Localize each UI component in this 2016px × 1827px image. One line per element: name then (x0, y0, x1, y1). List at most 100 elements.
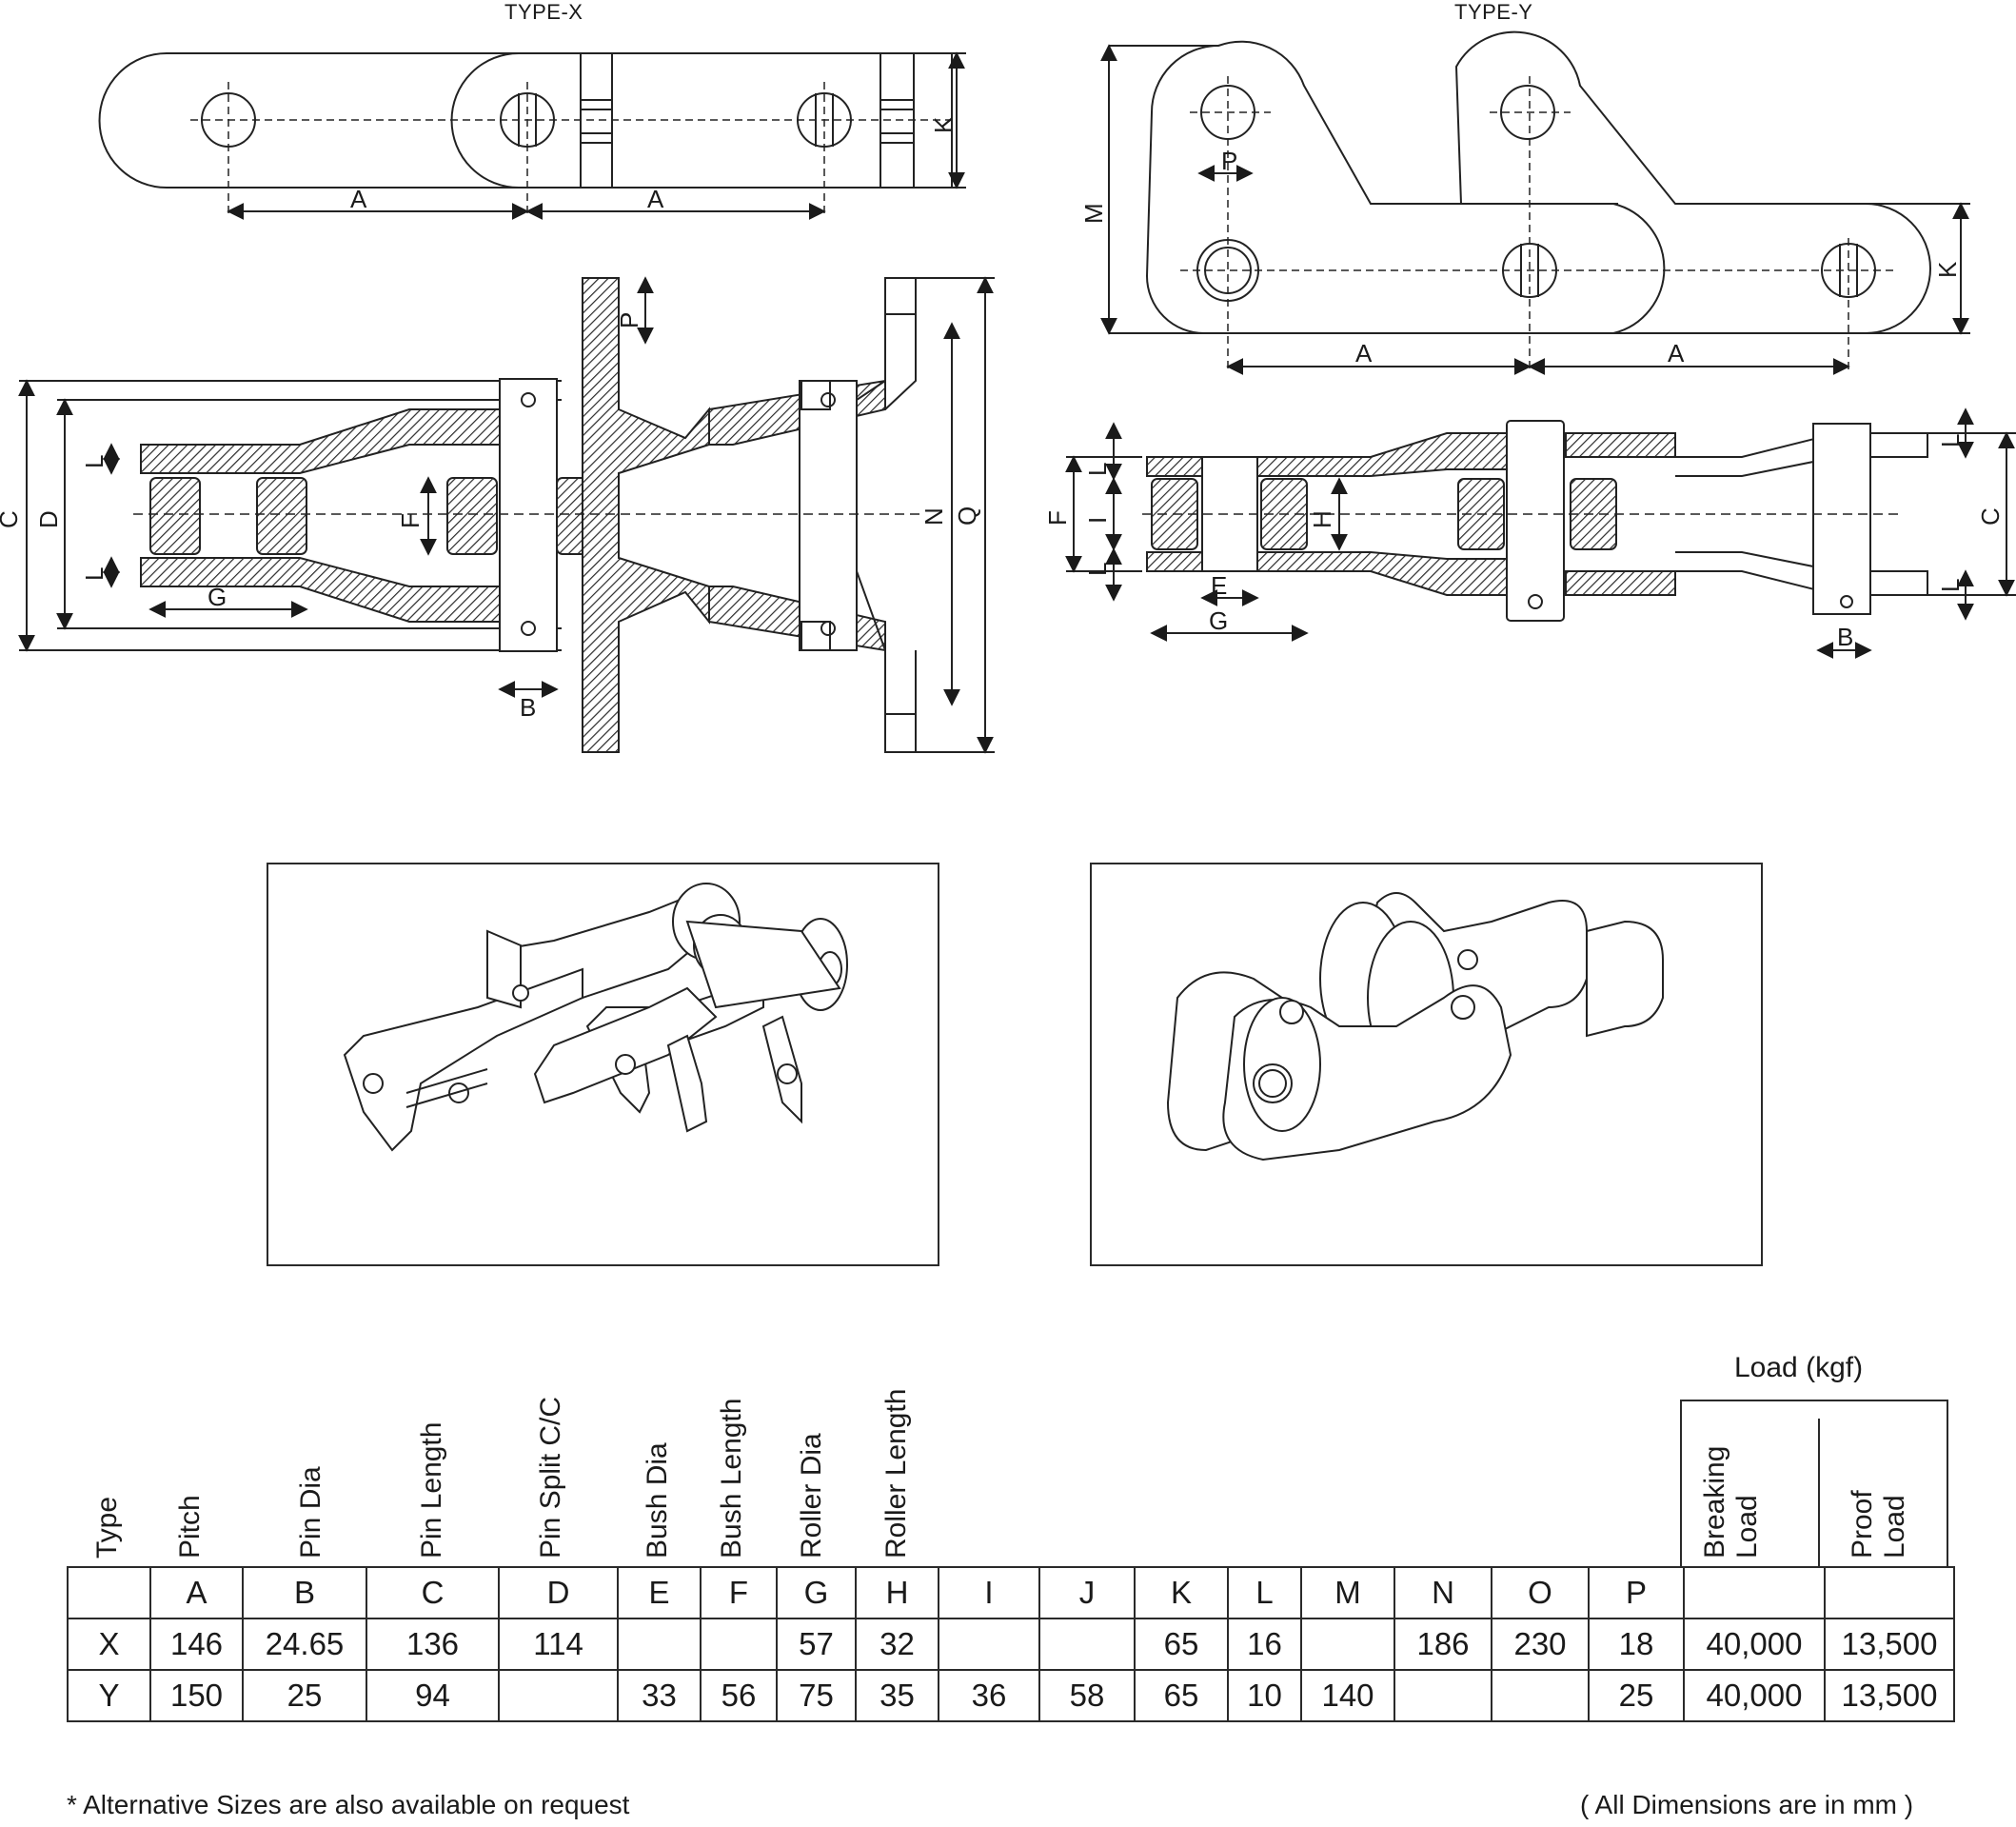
table-cell: 32 (855, 1618, 939, 1671)
x-label-q: Q (953, 506, 981, 526)
table-cell: C (366, 1566, 500, 1619)
table-cell: B (242, 1566, 367, 1619)
x-label-p: P (615, 312, 643, 328)
x-label-n: N (919, 507, 948, 526)
type-y-plan-view (1100, 30, 1970, 375)
x-plan-label-k: K (929, 116, 958, 133)
load-box-right (1947, 1400, 1948, 1568)
table-cell: 36 (938, 1669, 1040, 1722)
table-cell (1038, 1618, 1136, 1671)
type-x-plan-view (98, 51, 966, 220)
table-cell: 13,500 (1824, 1618, 1955, 1671)
table-cell: O (1491, 1566, 1590, 1619)
table-cell: H (855, 1566, 939, 1619)
header-pin-length: Pin Length (416, 1421, 447, 1559)
table-cell: 230 (1491, 1618, 1590, 1671)
table-cell: 65 (1134, 1618, 1229, 1671)
table-cell: 150 (149, 1669, 244, 1722)
table-cell: 94 (366, 1669, 500, 1722)
table-cell: 40,000 (1683, 1669, 1826, 1722)
header-proof-load: Proof Load (1847, 1490, 1910, 1559)
header-pitch: Pitch (174, 1495, 206, 1559)
table-cell (938, 1618, 1040, 1671)
table-cell: L (1227, 1566, 1302, 1619)
technical-drawings: A A K (0, 30, 2016, 754)
footnote-units: ( All Dimensions are in mm ) (1580, 1790, 1914, 1819)
table-cell: X (67, 1618, 151, 1671)
table-cell (1683, 1566, 1826, 1619)
table-cell (1300, 1618, 1395, 1671)
table-cell: 56 (700, 1669, 778, 1722)
table-cell: 25 (242, 1669, 367, 1722)
type-x-chain-illustration (343, 883, 848, 1152)
type-y-isometric-image (1090, 863, 1763, 1266)
y-plan-label-a1: A (1355, 339, 1373, 367)
header-pin-dia: Pin Dia (295, 1466, 326, 1559)
table-cell: 75 (776, 1669, 857, 1722)
load-box (1680, 1400, 1947, 1401)
x-label-c: C (0, 510, 23, 528)
type-x-section-view (18, 276, 995, 754)
table-cell: 16 (1227, 1618, 1302, 1671)
table-cell: I (938, 1566, 1040, 1619)
table-row-letters: A B C D E F G H I J K L M N O P (67, 1566, 1955, 1619)
y-label-e: E (1211, 571, 1227, 600)
x-plan-label-a2: A (647, 185, 664, 213)
y-plan-label-m: M (1079, 203, 1108, 224)
table-cell: 114 (498, 1618, 619, 1671)
table-cell: 18 (1588, 1618, 1685, 1671)
table-cell: 140 (1300, 1669, 1395, 1722)
specification-table-area: Type Pitch Pin Dia Pin Length Pin Split … (0, 1333, 2016, 1827)
specification-table: A B C D E F G H I J K L M N O P X 146 24… (67, 1566, 1955, 1722)
x-plan-label-a1: A (350, 185, 367, 213)
table-cell: 65 (1134, 1669, 1229, 1722)
y-label-b: B (1837, 623, 1853, 651)
header-bush-length: Bush Length (716, 1398, 747, 1559)
table-cell: A (149, 1566, 244, 1619)
table-cell (1824, 1566, 1955, 1619)
table-cell: 13,500 (1824, 1669, 1955, 1722)
type-y-chain-illustration (1166, 892, 1664, 1162)
header-bush-dia: Bush Dia (642, 1442, 673, 1559)
table-cell: 25 (1588, 1669, 1685, 1722)
table-row-type-y: Y 150 25 94 33 56 75 35 36 58 65 10 140 … (67, 1669, 1955, 1722)
table-cell (498, 1669, 619, 1722)
table-cell: K (1134, 1566, 1229, 1619)
table-cell: 136 (366, 1618, 500, 1671)
header-type: Type (91, 1496, 123, 1559)
type-y-title: TYPE-Y (1454, 0, 1533, 24)
y-label-g: G (1209, 606, 1228, 635)
header-roller-dia: Roller Dia (796, 1433, 827, 1559)
y-label-c: C (1976, 507, 2005, 526)
table-cell: 10 (1227, 1669, 1302, 1722)
load-box-left (1680, 1400, 1682, 1568)
y-label-i: I (1083, 517, 1112, 524)
y-plan-label-a2: A (1668, 339, 1685, 367)
x-label-g: G (208, 583, 227, 611)
table-cell (67, 1566, 151, 1619)
table-cell: F (700, 1566, 778, 1619)
y-label-f: F (1043, 510, 1072, 526)
load-header: Load (kgf) (1734, 1352, 1864, 1383)
y-label-h: H (1308, 510, 1336, 528)
table-cell: 24.65 (242, 1618, 367, 1671)
type-y-section-view (1065, 407, 2016, 659)
table-cell: 40,000 (1683, 1618, 1826, 1671)
table-cell (1393, 1669, 1492, 1722)
table-cell (700, 1618, 778, 1671)
load-box-divider (1818, 1419, 1820, 1566)
y-label-l2: L (1083, 563, 1112, 576)
table-cell: Y (67, 1669, 151, 1722)
y-plan-label-k: K (1933, 261, 1962, 278)
y-label-l4: L (1936, 579, 1965, 592)
table-cell: 57 (776, 1618, 857, 1671)
header-roller-length: Roller Length (880, 1388, 912, 1559)
table-cell (617, 1618, 702, 1671)
table-cell: 58 (1038, 1669, 1136, 1722)
table-cell: 146 (149, 1618, 244, 1671)
table-row-type-x: X 146 24.65 136 114 57 32 65 16 186 230 … (67, 1618, 1955, 1671)
table-cell: D (498, 1566, 619, 1619)
x-label-l1: L (80, 455, 109, 468)
x-label-d: D (34, 510, 63, 528)
table-cell: N (1393, 1566, 1492, 1619)
